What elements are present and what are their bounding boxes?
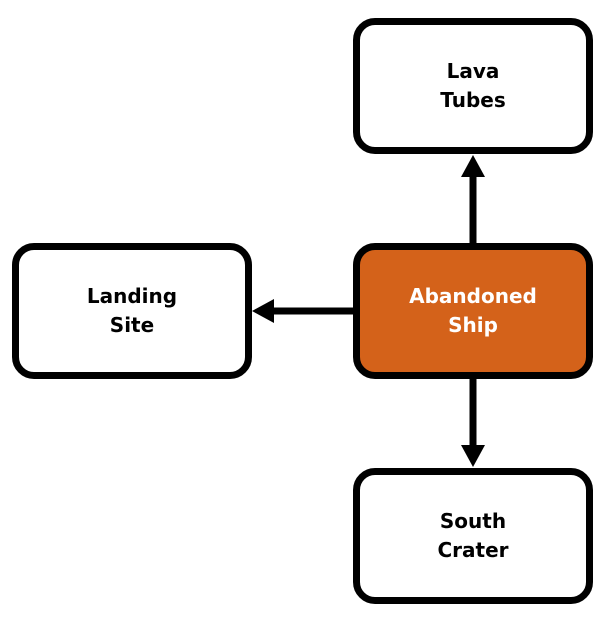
arrow-to-south-crater [461, 379, 485, 467]
arrowhead-left [252, 299, 274, 323]
arrowhead-up [461, 155, 485, 177]
node-label-line-2: Site [109, 313, 155, 337]
arrow-to-lava-tubes [461, 155, 485, 243]
node-label-line-2: Crater [437, 538, 509, 562]
node-label-line-1: Lava [446, 59, 500, 83]
node-label-line-1: Landing [86, 284, 178, 308]
arrow-to-landing-site [252, 299, 353, 323]
node-lava-tubes[interactable]: Lava Tubes [353, 18, 593, 154]
node-abandoned-ship[interactable]: Abandoned Ship [353, 243, 593, 379]
arrowhead-down [461, 445, 485, 467]
node-label-line-1: South [439, 509, 507, 533]
node-label-line-1: Abandoned [409, 284, 537, 308]
node-label-line-2: Tubes [440, 88, 506, 112]
node-landing-site[interactable]: Landing Site [12, 243, 252, 379]
node-label-line-2: Ship [448, 313, 498, 337]
node-south-crater[interactable]: South Crater [353, 468, 593, 604]
